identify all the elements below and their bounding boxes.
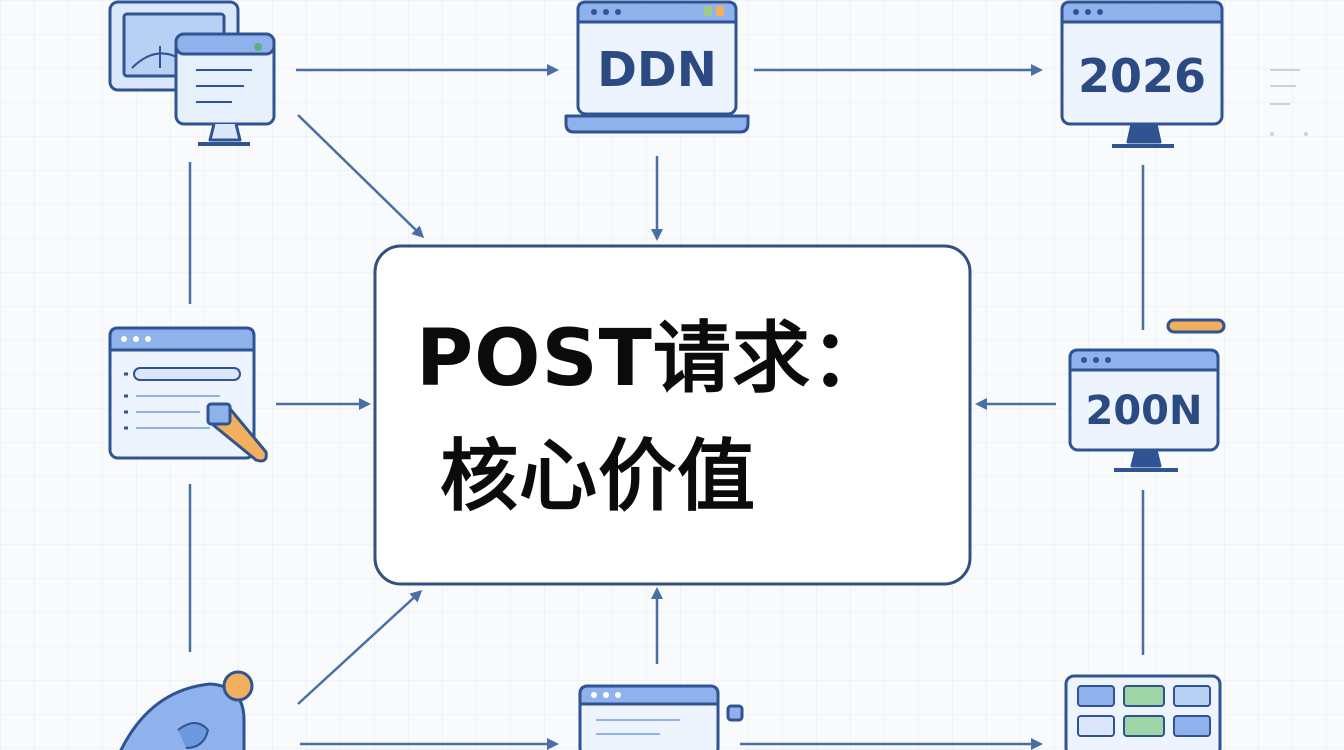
laptop-icon	[564, 0, 750, 134]
monitor-2026-icon	[1060, 0, 1224, 148]
monitor-200n-screen-text: 200N	[1085, 388, 1203, 434]
dashboard-icon	[1064, 674, 1222, 750]
monitor-200n-icon	[1068, 318, 1226, 472]
laptop-screen-text: DDN	[597, 42, 717, 98]
central-title-line2: 核心价值	[440, 432, 757, 522]
central-title-line1: POST请求：	[416, 314, 890, 404]
central-box	[373, 244, 972, 586]
form-window-icon	[108, 326, 268, 463]
central-title: POST请求： 核心价值	[378, 300, 968, 536]
mascot-icon	[119, 670, 254, 750]
monitor-2026-screen-text: 2026	[1077, 49, 1207, 103]
arrow-top-left-to-center	[297, 114, 425, 239]
bottom-window-icon	[578, 684, 744, 750]
decorative-dashes	[1270, 69, 1308, 136]
dual-monitor-icon	[108, 0, 276, 146]
arrow-bottom-left-to-center	[297, 589, 423, 705]
